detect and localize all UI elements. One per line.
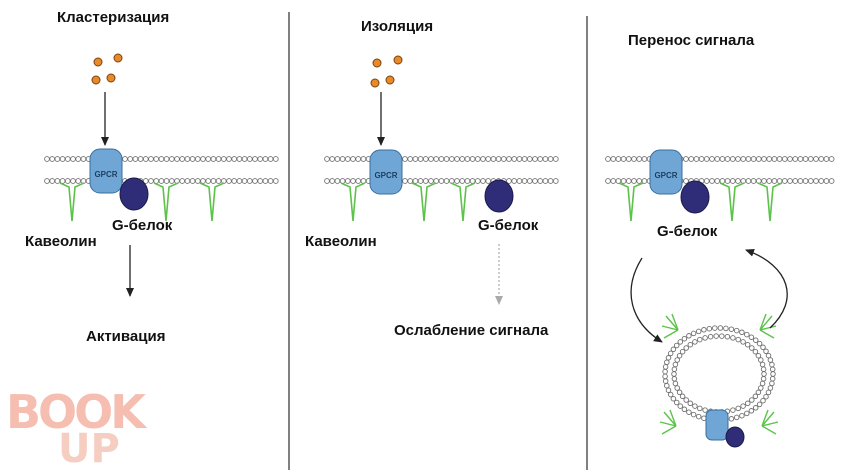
panel2-caveolin-label: Кавеолин — [305, 233, 377, 250]
gpcr-label: GPCR — [654, 171, 677, 180]
caveolin-right — [618, 182, 783, 222]
caveolin-left — [59, 182, 225, 222]
panel3-gprotein-label: G-белок — [657, 223, 718, 240]
panel2-title: Изоляция — [361, 18, 434, 35]
g-protein — [680, 180, 710, 214]
gpcr-receptor: GPCR — [649, 149, 683, 195]
panel1-gprotein-label: G-белок — [112, 217, 173, 234]
panel-clustering: GPCR — [89, 92, 149, 297]
bookup-watermark: BOOK UP — [6, 385, 151, 472]
panel-signal-transfer: GPCR — [630, 149, 788, 448]
recycling-arrow — [745, 248, 788, 329]
panel1-outcome-label: Активация — [86, 328, 166, 345]
g-protein — [484, 179, 514, 213]
watermark-line1: BOOK — [6, 385, 148, 439]
gpcr-label: GPCR — [94, 170, 117, 179]
endocytic-vesicle — [659, 313, 779, 435]
panel2-outcome-label: Ослабление сигнала — [394, 322, 549, 339]
gpcr-label: GPCR — [374, 171, 397, 180]
plasma-membrane-right — [605, 156, 835, 184]
g-protein — [119, 177, 149, 211]
endocytosis-arrow — [630, 257, 663, 343]
vesicle-g-protein — [725, 426, 745, 448]
panel1-title: Кластеризация — [57, 9, 170, 26]
panel2-gprotein-label: G-белок — [478, 217, 539, 234]
panel1-caveolin-label: Кавеолин — [25, 233, 97, 250]
plasma-membrane-left — [44, 156, 279, 184]
panel3-title: Перенос сигнала — [628, 32, 755, 49]
gpcr-receptor: GPCR — [89, 148, 123, 194]
panel-isolation: GPCR — [369, 92, 514, 305]
ligand-molecules-middle — [370, 55, 403, 88]
vesicle-gpcr-receptor — [705, 409, 729, 441]
gpcr-receptor: GPCR — [369, 149, 403, 195]
plasma-membrane-middle — [324, 156, 559, 184]
ligand-molecules-left — [91, 53, 123, 85]
watermark-line2: UP — [58, 426, 120, 472]
caveolin-middle — [340, 182, 476, 222]
